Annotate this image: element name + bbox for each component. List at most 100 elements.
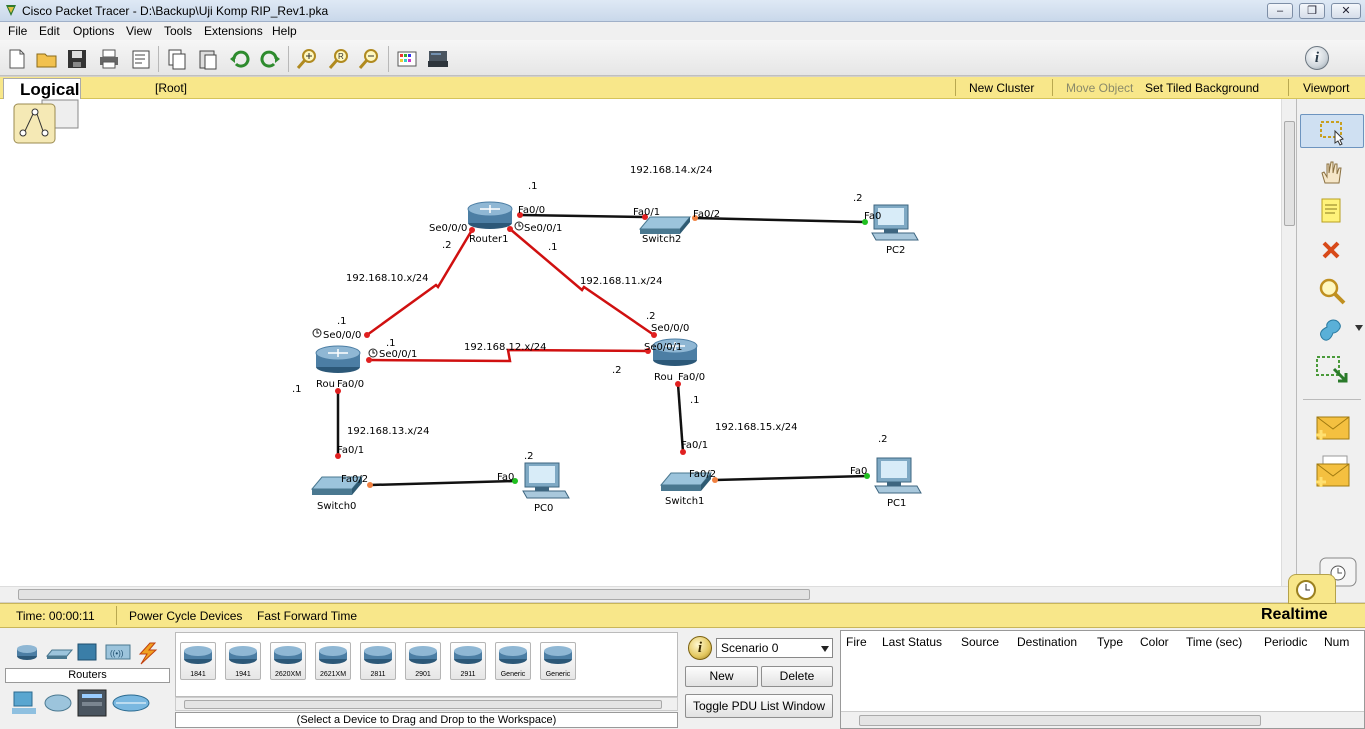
device-model-2911[interactable]: 2911 [450, 642, 486, 680]
root-breadcrumb[interactable]: [Root] [155, 81, 188, 95]
menu-file[interactable]: File [8, 24, 28, 38]
copy-icon[interactable] [165, 47, 189, 71]
redo-icon[interactable] [258, 47, 282, 71]
menu-tools[interactable]: Tools [164, 24, 193, 38]
device-model-2901[interactable]: 2901 [405, 642, 441, 680]
activity-wizard-icon[interactable] [129, 47, 153, 71]
open-icon[interactable] [35, 47, 59, 71]
wan-emulation-category-icon[interactable] [44, 694, 72, 712]
viewport-button[interactable]: Viewport [1303, 81, 1350, 95]
restore-button[interactable]: ❐ [1299, 3, 1325, 19]
link-switch2-pc2 [694, 216, 866, 224]
menu-extensions[interactable]: Extensions [204, 24, 263, 38]
pdu-list-table: Fire Last Status Source Destination Type… [840, 630, 1365, 729]
resize-shape-icon[interactable] [1314, 353, 1350, 387]
realtime-label: Realtime [1261, 606, 1328, 623]
column-header[interactable]: Type [1097, 635, 1124, 649]
pc2[interactable] [871, 204, 919, 241]
pdu-list-scrollbar[interactable] [841, 711, 1364, 728]
wireless-category-icon[interactable]: ((•)) [105, 644, 131, 660]
zoom-reset-icon[interactable]: R [327, 47, 351, 71]
pc1[interactable] [874, 457, 922, 494]
column-header[interactable]: Source [961, 635, 1000, 649]
device-model-2620xm[interactable]: 2620XM [270, 642, 306, 680]
device-hint: (Select a Device to Drag and Drop to the… [175, 712, 678, 728]
tab-logical[interactable]: Logical [3, 78, 81, 100]
column-header[interactable]: Periodic [1264, 635, 1308, 649]
switch1[interactable] [659, 472, 713, 491]
inspect-icon[interactable] [1317, 276, 1347, 306]
navigation-widget-icon[interactable] [13, 99, 79, 144]
device-model-generic[interactable]: Generic [495, 642, 531, 680]
save-icon[interactable] [65, 47, 89, 71]
undo-icon[interactable] [228, 47, 252, 71]
info-icon[interactable]: i [1305, 46, 1329, 70]
toggle-pdu-list-button[interactable]: Toggle PDU List Window [685, 694, 833, 718]
new-icon[interactable] [5, 47, 29, 71]
move-object-button[interactable]: Move Object [1066, 81, 1134, 95]
zoom-out-icon[interactable] [357, 47, 381, 71]
chevron-down-icon[interactable] [1355, 325, 1363, 331]
router-left[interactable] [315, 345, 361, 373]
new-scenario-button[interactable]: New [685, 666, 758, 687]
custom-devices-category-icon[interactable] [77, 689, 107, 717]
delete-icon[interactable] [1320, 239, 1342, 261]
draw-shape-icon[interactable] [1315, 315, 1347, 345]
minimize-button[interactable]: – [1267, 3, 1293, 19]
column-header[interactable]: Destination [1017, 635, 1078, 649]
hand-icon[interactable] [1317, 159, 1345, 187]
realtime-mode-tab[interactable] [1288, 574, 1336, 604]
switch0[interactable] [310, 476, 364, 495]
delete-scenario-button[interactable]: Delete [761, 666, 833, 687]
column-header[interactable]: Time (sec) [1186, 635, 1243, 649]
select-tool[interactable] [1300, 114, 1364, 148]
device-label: Switch2 [642, 234, 681, 245]
add-complex-pdu-icon[interactable] [1313, 454, 1353, 490]
switch2[interactable] [638, 216, 692, 234]
multiuser-category-icon[interactable] [112, 694, 150, 712]
power-cycle-devices-button[interactable]: Power Cycle Devices [129, 609, 243, 623]
column-header[interactable]: Color [1140, 635, 1169, 649]
menu-options[interactable]: Options [73, 24, 115, 38]
link-router1-router-right [509, 228, 655, 337]
set-tiled-background-button[interactable]: Set Tiled Background [1145, 81, 1260, 95]
scenario-info-icon[interactable]: i [688, 636, 712, 660]
switches-category-icon[interactable] [45, 649, 74, 659]
vertical-scrollbar[interactable] [1281, 99, 1296, 586]
device-label: Switch1 [665, 496, 704, 507]
port-label: Fa0/0 [337, 379, 364, 390]
column-header[interactable]: Num [1324, 635, 1350, 649]
new-cluster-button[interactable]: New Cluster [969, 81, 1035, 95]
routers-category-icon[interactable] [17, 645, 37, 660]
device-model-1941[interactable]: 1941 [225, 642, 261, 680]
pc0[interactable] [522, 462, 570, 499]
print-icon[interactable] [97, 47, 121, 71]
horizontal-scrollbar[interactable] [0, 586, 1296, 602]
logical-workspace[interactable]: 192.168.14.x/24 192.168.10.x/24 192.168.… [0, 99, 1281, 586]
device-model-2811[interactable]: 2811 [360, 642, 396, 680]
menu-view[interactable]: View [126, 24, 152, 38]
menu-edit[interactable]: Edit [39, 24, 60, 38]
device-list-scrollbar[interactable] [175, 697, 678, 711]
hubs-category-icon[interactable] [77, 643, 97, 661]
paste-icon[interactable] [196, 47, 220, 71]
zoom-in-icon[interactable] [295, 47, 319, 71]
note-icon[interactable] [1319, 197, 1343, 225]
add-simple-pdu-icon[interactable] [1313, 413, 1353, 443]
svg-text:((•)): ((•)) [110, 649, 124, 658]
router-right[interactable] [652, 338, 698, 366]
close-button[interactable]: ✕ [1331, 3, 1361, 19]
end-devices-category-icon[interactable] [12, 691, 36, 714]
palette-icon[interactable] [395, 47, 419, 71]
scenario-select[interactable]: Scenario 0 [716, 638, 833, 658]
device-model-generic[interactable]: Generic [540, 642, 576, 680]
column-header[interactable]: Last Status [882, 635, 943, 649]
connections-category-icon[interactable] [138, 642, 158, 665]
device-model-1841[interactable]: 1841 [180, 642, 216, 680]
fast-forward-time-button[interactable]: Fast Forward Time [257, 609, 358, 623]
custom-device-icon[interactable] [426, 47, 450, 71]
router1[interactable] [467, 201, 513, 229]
device-model-2621xm[interactable]: 2621XM [315, 642, 351, 680]
column-header[interactable]: Fire [846, 635, 867, 649]
menu-help[interactable]: Help [272, 24, 297, 38]
